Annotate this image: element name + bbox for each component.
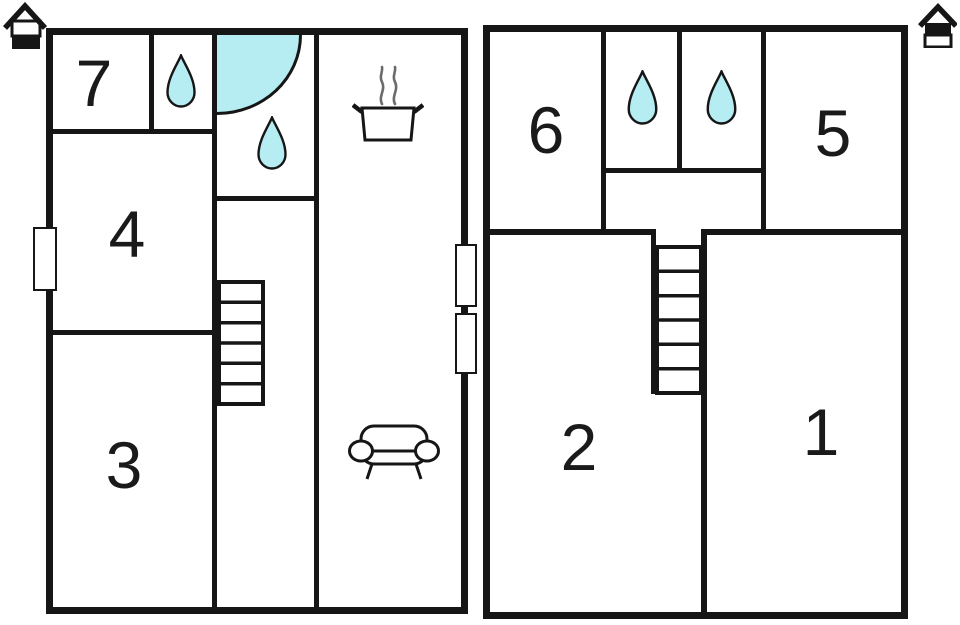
wall-room6-right — [601, 30, 606, 233]
room-number-3: 3 — [105, 428, 143, 502]
house-upper-level-icon — [918, 3, 957, 48]
wall-bathroom-bottom — [217, 196, 314, 201]
water-drop-icon — [257, 116, 287, 170]
sofa-icon — [348, 424, 440, 480]
water-drop-icon — [627, 70, 658, 125]
house-lower-level-icon — [3, 2, 48, 49]
wall-stairwell-left — [651, 229, 656, 394]
water-drop-icon — [166, 54, 196, 108]
wall-bath-divider — [677, 30, 682, 172]
staircase-icon — [217, 280, 265, 406]
stove-icon — [352, 65, 424, 142]
staircase-icon — [655, 245, 703, 395]
wall-hall-left — [212, 33, 217, 609]
room-number-2: 2 — [560, 410, 598, 484]
wall-hall-right — [314, 33, 319, 609]
water-drop-icon — [706, 70, 737, 125]
room-number-6: 6 — [527, 93, 565, 167]
wall-room7-divider — [149, 33, 154, 133]
window-icon — [455, 244, 477, 307]
wall-mid-left-segment — [488, 229, 656, 235]
wall-room4-room3-divider — [51, 330, 217, 335]
room-number-7: 7 — [75, 46, 113, 120]
upper-floor-outline — [483, 25, 908, 619]
room-number-1: 1 — [802, 395, 840, 469]
wall-below-room7 — [51, 129, 217, 134]
wall-mid-right-segment — [701, 229, 902, 235]
wall-room5-left — [761, 30, 766, 233]
window-icon — [455, 313, 477, 374]
room-number-4: 4 — [108, 197, 146, 271]
wall-room1-room2-divider — [701, 229, 707, 613]
window-icon — [33, 227, 57, 291]
wall-below-baths — [606, 168, 766, 173]
room-number-5: 5 — [814, 96, 852, 170]
